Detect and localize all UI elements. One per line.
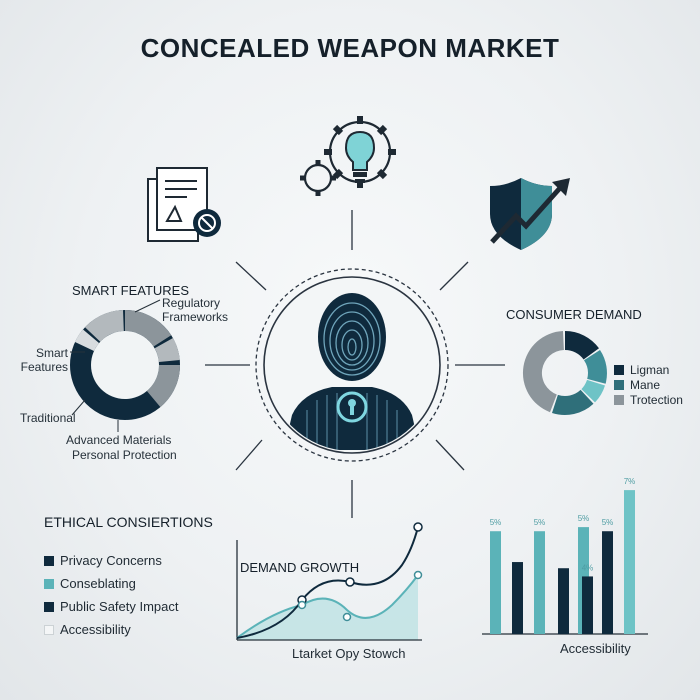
bar-data-label: 7% [624,477,636,486]
bar-data-label: 5% [534,518,546,527]
fingerprint-person-icon [284,293,420,450]
accessibility-bar-chart: 5% 5% 5% 4% 5% 7% [482,477,648,635]
bar [558,568,569,634]
bar-data-label: 5% [490,518,502,527]
document-icon [147,167,221,242]
legend-item: Public Safety Impact [44,595,179,618]
label-smart-features: Smart Features [20,346,68,374]
demand-growth-title: DEMAND GROWTH [240,560,360,575]
bar [602,531,613,634]
demand-growth-chart [236,522,423,641]
page-title: CONCEALED WEAPON MARKET [140,33,560,63]
ethical-legend: Privacy Concerns Conseblating Public Saf… [44,549,179,641]
keyhole-icon [336,391,368,423]
label-regulatory-frameworks: Regulatory Frameworks [162,296,229,324]
left-donut-title: SMART FEATURES [72,283,190,298]
bar [624,490,635,634]
legend-item: Trotection [614,392,683,407]
label-personal-protection: Personal Protection [72,448,177,462]
shield-growth-icon [490,178,570,250]
right-donut-chart [522,331,607,416]
ethical-title: ETHICAL CONSIERTIONS [44,514,213,530]
legend-item: Ligman [614,362,683,377]
right-donut-legend: Ligman Mane Trotection [614,362,683,407]
left-donut-chart [70,310,180,420]
legend-item: Conseblating [44,572,179,595]
bar [534,531,545,634]
right-donut-title: CONSUMER DEMAND [506,307,642,322]
bar-data-label: 4% [582,563,594,572]
gear-lightbulb-icon [300,116,396,196]
bar [490,531,501,634]
label-traditional: Traditional [20,411,76,425]
label-advanced-materials: Advanced Materials [66,433,172,447]
legend-item: Privacy Concerns [44,549,179,572]
demand-growth-caption: Ltarket Opy Stowch [292,646,406,661]
bar-chart-xlabel: Accessibility [560,641,631,656]
bar [582,576,593,634]
bar-data-label: 5% [602,518,614,527]
legend-item: Accessibility [44,618,179,641]
legend-item: Mane [614,377,683,392]
bar-data-label: 5% [578,514,590,523]
bar [512,562,523,634]
